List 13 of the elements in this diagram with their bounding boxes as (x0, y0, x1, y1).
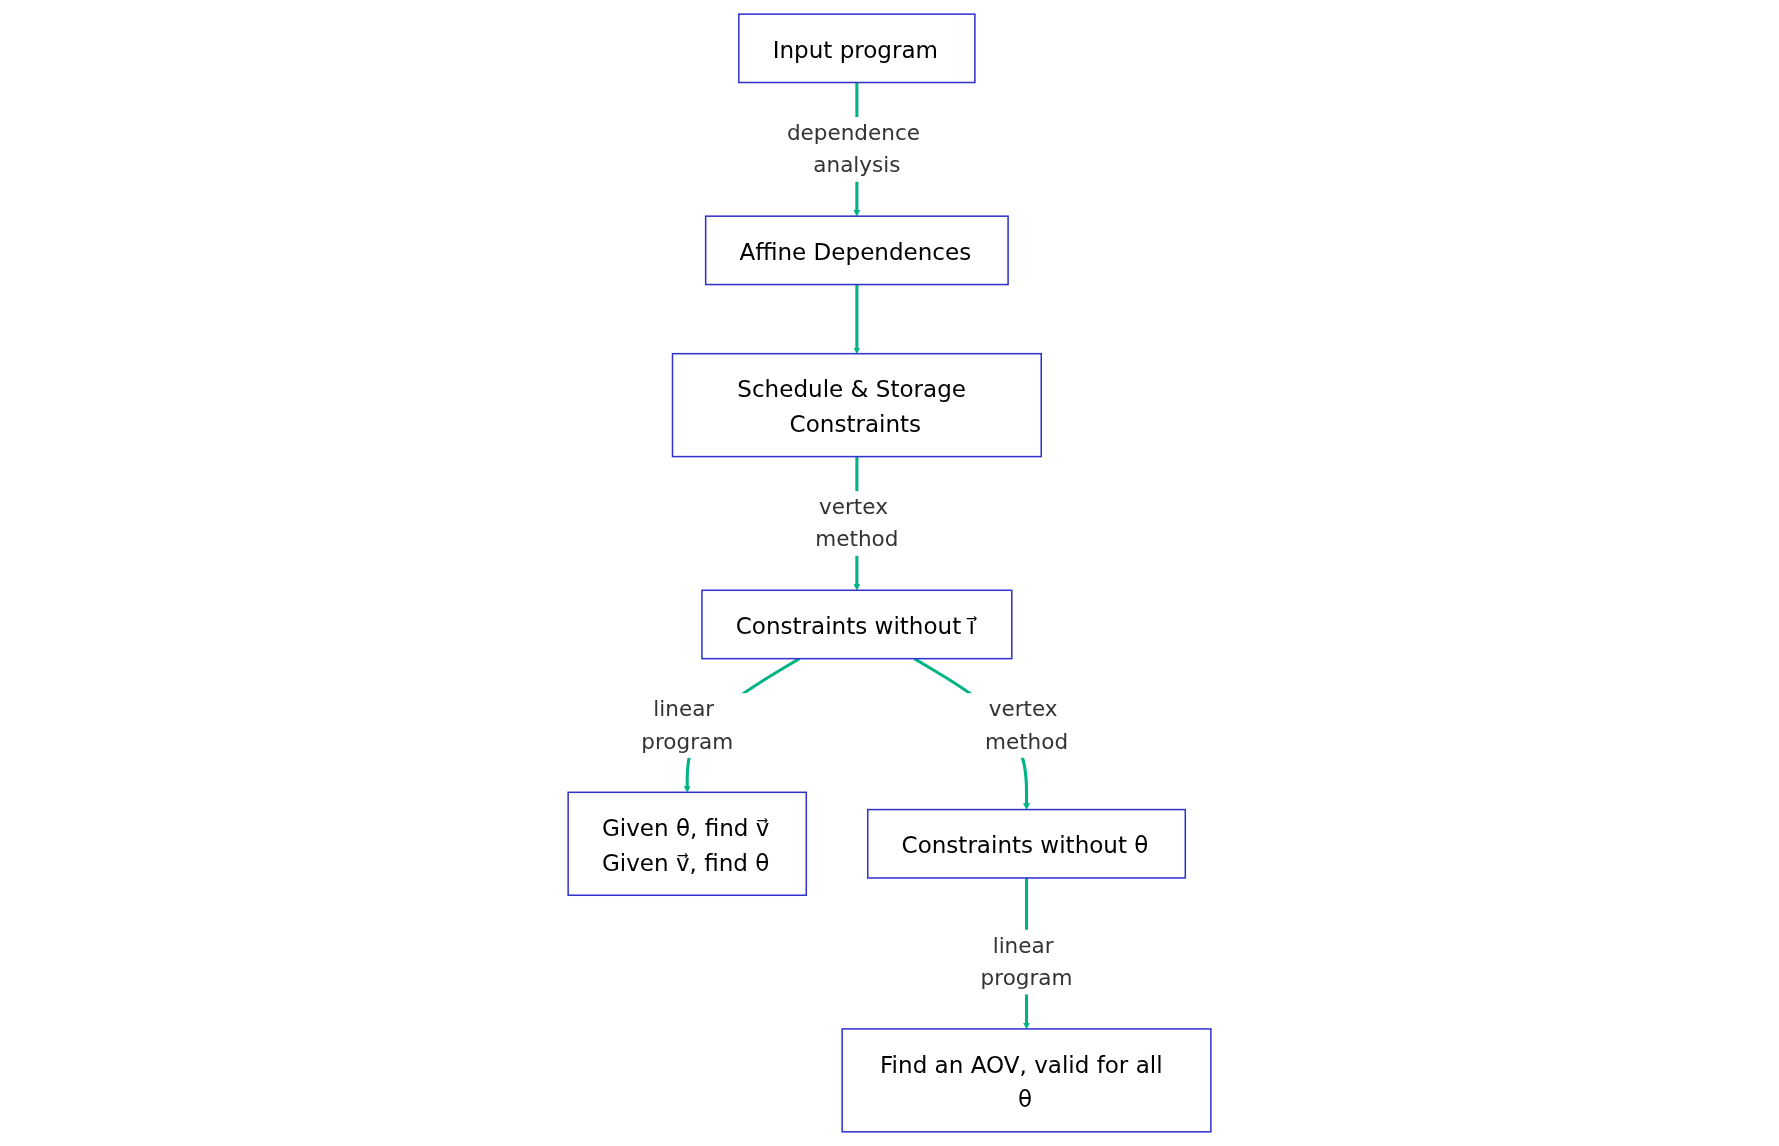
node-box: Constraints without i⃗ (701, 589, 1013, 660)
edge-label: dependence analysis (786, 120, 920, 178)
node-box: Affine Dependences (704, 215, 1009, 286)
node-box: Constraints without θ (866, 808, 1187, 879)
node-box: Given θ, find v⃗ Given v⃗, find θ (567, 791, 808, 896)
edge-label: linear program (980, 932, 1073, 991)
node-box: Input program (738, 13, 976, 84)
node-box: Schedule & Storage Constraints (671, 352, 1042, 458)
arrow (853, 284, 861, 354)
edge-label: vertex method (815, 494, 899, 552)
node-box: Find an AOV, valid for all θ (841, 1028, 1212, 1133)
edge-label: vertex method (984, 696, 1069, 754)
edge-label: linear program (641, 696, 734, 754)
